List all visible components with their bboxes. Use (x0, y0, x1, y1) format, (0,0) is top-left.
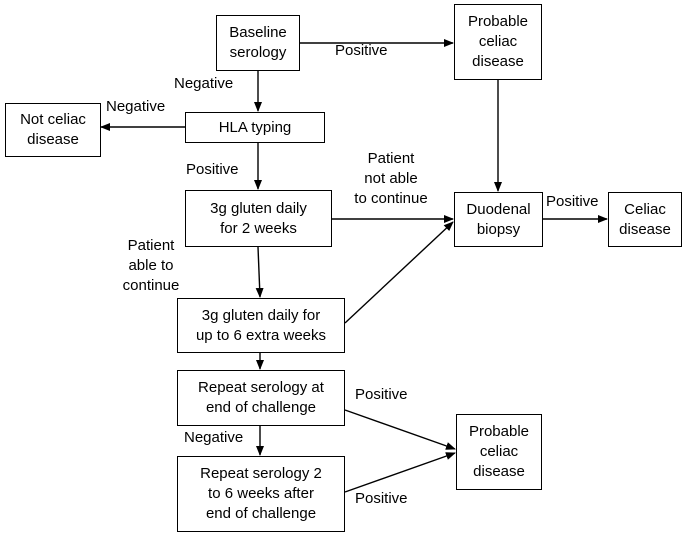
edge-label-baseline-positive: Positive (335, 42, 388, 59)
gluten-2-weeks-box: 3g gluten daily for 2 weeks (185, 190, 332, 247)
edge-label-hla-positive: Positive (186, 161, 239, 178)
duodenal-biopsy-box: Duodenal biopsy (454, 192, 543, 247)
arrow-repeat-end-to-probable-bottom (344, 409, 456, 450)
celiac-disease-box: Celiac disease (608, 192, 682, 247)
edge-label-biopsy-positive: Positive (546, 193, 599, 210)
edge-label-repeat-end-negative: Negative (184, 429, 244, 446)
repeat-serology-end-box: Repeat serology at end of challenge (177, 370, 345, 426)
arrow-gluten-6-weeks-to-biopsy (344, 221, 454, 324)
arrow-gluten-2-weeks-to-gluten-6-weeks (255, 246, 264, 298)
edge-label-repeat-after-positive: Positive (355, 490, 408, 507)
edge-label-not-able-to-continue: Patient not able to continue (354, 150, 428, 207)
gluten-6-weeks-box: 3g gluten daily for up to 6 extra weeks (177, 298, 345, 353)
baseline-serology-box: Baseline serology (216, 15, 300, 71)
edge-label-baseline-negative: Negative (174, 75, 234, 92)
edge-label-repeat-end-positive: Positive (355, 386, 408, 403)
hla-typing-box: HLA typing (185, 112, 325, 143)
repeat-serology-after-box: Repeat serology 2 to 6 weeks after end o… (177, 456, 345, 532)
probable-celiac-disease-top-box: Probable celiac disease (454, 4, 542, 80)
edge-label-able-to-continue: Patient able to continue (122, 237, 180, 294)
edge-label-hla-negative: Negative (106, 98, 166, 115)
probable-celiac-disease-bottom-box: Probable celiac disease (456, 414, 542, 490)
arrow-repeat-after-to-probable-bottom (344, 452, 456, 493)
not-celiac-disease-box: Not celiac disease (5, 103, 101, 157)
